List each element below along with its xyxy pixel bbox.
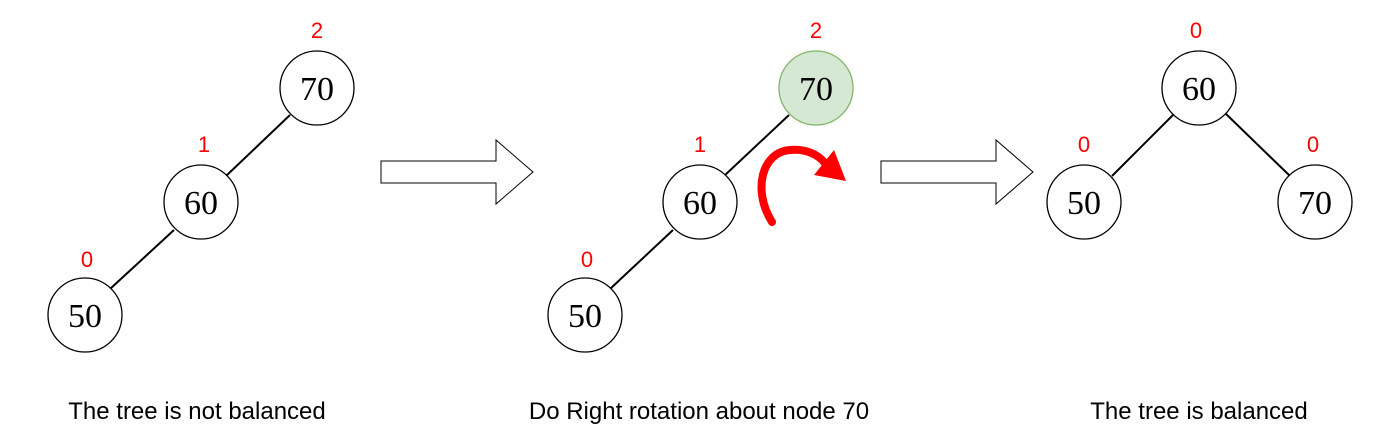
balance-factor: 0 [1190,18,1202,43]
caption-unbalanced: The tree is not balanced [68,398,326,425]
tree-node-60: 60 1 [662,132,738,240]
balance-factor: 1 [198,132,210,157]
caption-rotation: Do Right rotation about node 70 [529,398,869,425]
edge-70-60 [225,114,291,177]
balance-factor: 2 [810,18,822,43]
tree-node-60: 60 1 [163,132,239,240]
panel-rotation: 70 2 60 1 50 0 Do Right rotation about n… [529,18,869,425]
rotation-arrow-icon [757,145,846,226]
tree-node-60-root: 60 0 [1161,18,1237,126]
tree-node-50: 50 0 [547,247,623,353]
node-value: 50 [1067,185,1101,222]
tree-node-50: 50 0 [47,247,123,353]
edge-60-70 [1224,112,1291,177]
node-value: 70 [1298,185,1332,222]
edge-70-60 [723,114,790,177]
node-value: 60 [683,185,717,222]
panel-balanced: 60 0 50 0 70 0 The tree is balanced [1046,18,1353,425]
balance-factor: 1 [694,132,706,157]
edge-60-50 [1111,112,1176,177]
balance-factor: 0 [1307,132,1319,157]
balance-factor: 0 [581,247,593,272]
node-value: 70 [300,71,334,108]
transition-arrow-2 [880,138,1034,206]
edge-60-50 [109,229,175,290]
balance-factor: 2 [311,18,323,43]
caption-balanced: The tree is balanced [1090,398,1307,425]
balance-factor: 0 [1078,132,1090,157]
tree-node-50: 50 0 [1046,132,1122,240]
tree-node-70: 70 2 [279,18,355,126]
node-value: 50 [568,298,602,335]
node-value: 50 [68,298,102,335]
node-value: 60 [1182,71,1216,108]
node-value: 60 [184,185,218,222]
edge-60-50 [609,229,674,290]
node-value: 70 [799,71,833,108]
panel-unbalanced: 70 2 60 1 50 0 The tree is not balanced [47,18,355,425]
balance-factor: 0 [81,247,93,272]
transition-arrow-1 [380,138,534,206]
tree-node-70: 70 0 [1277,132,1353,240]
tree-node-70-highlighted: 70 2 [778,18,854,126]
